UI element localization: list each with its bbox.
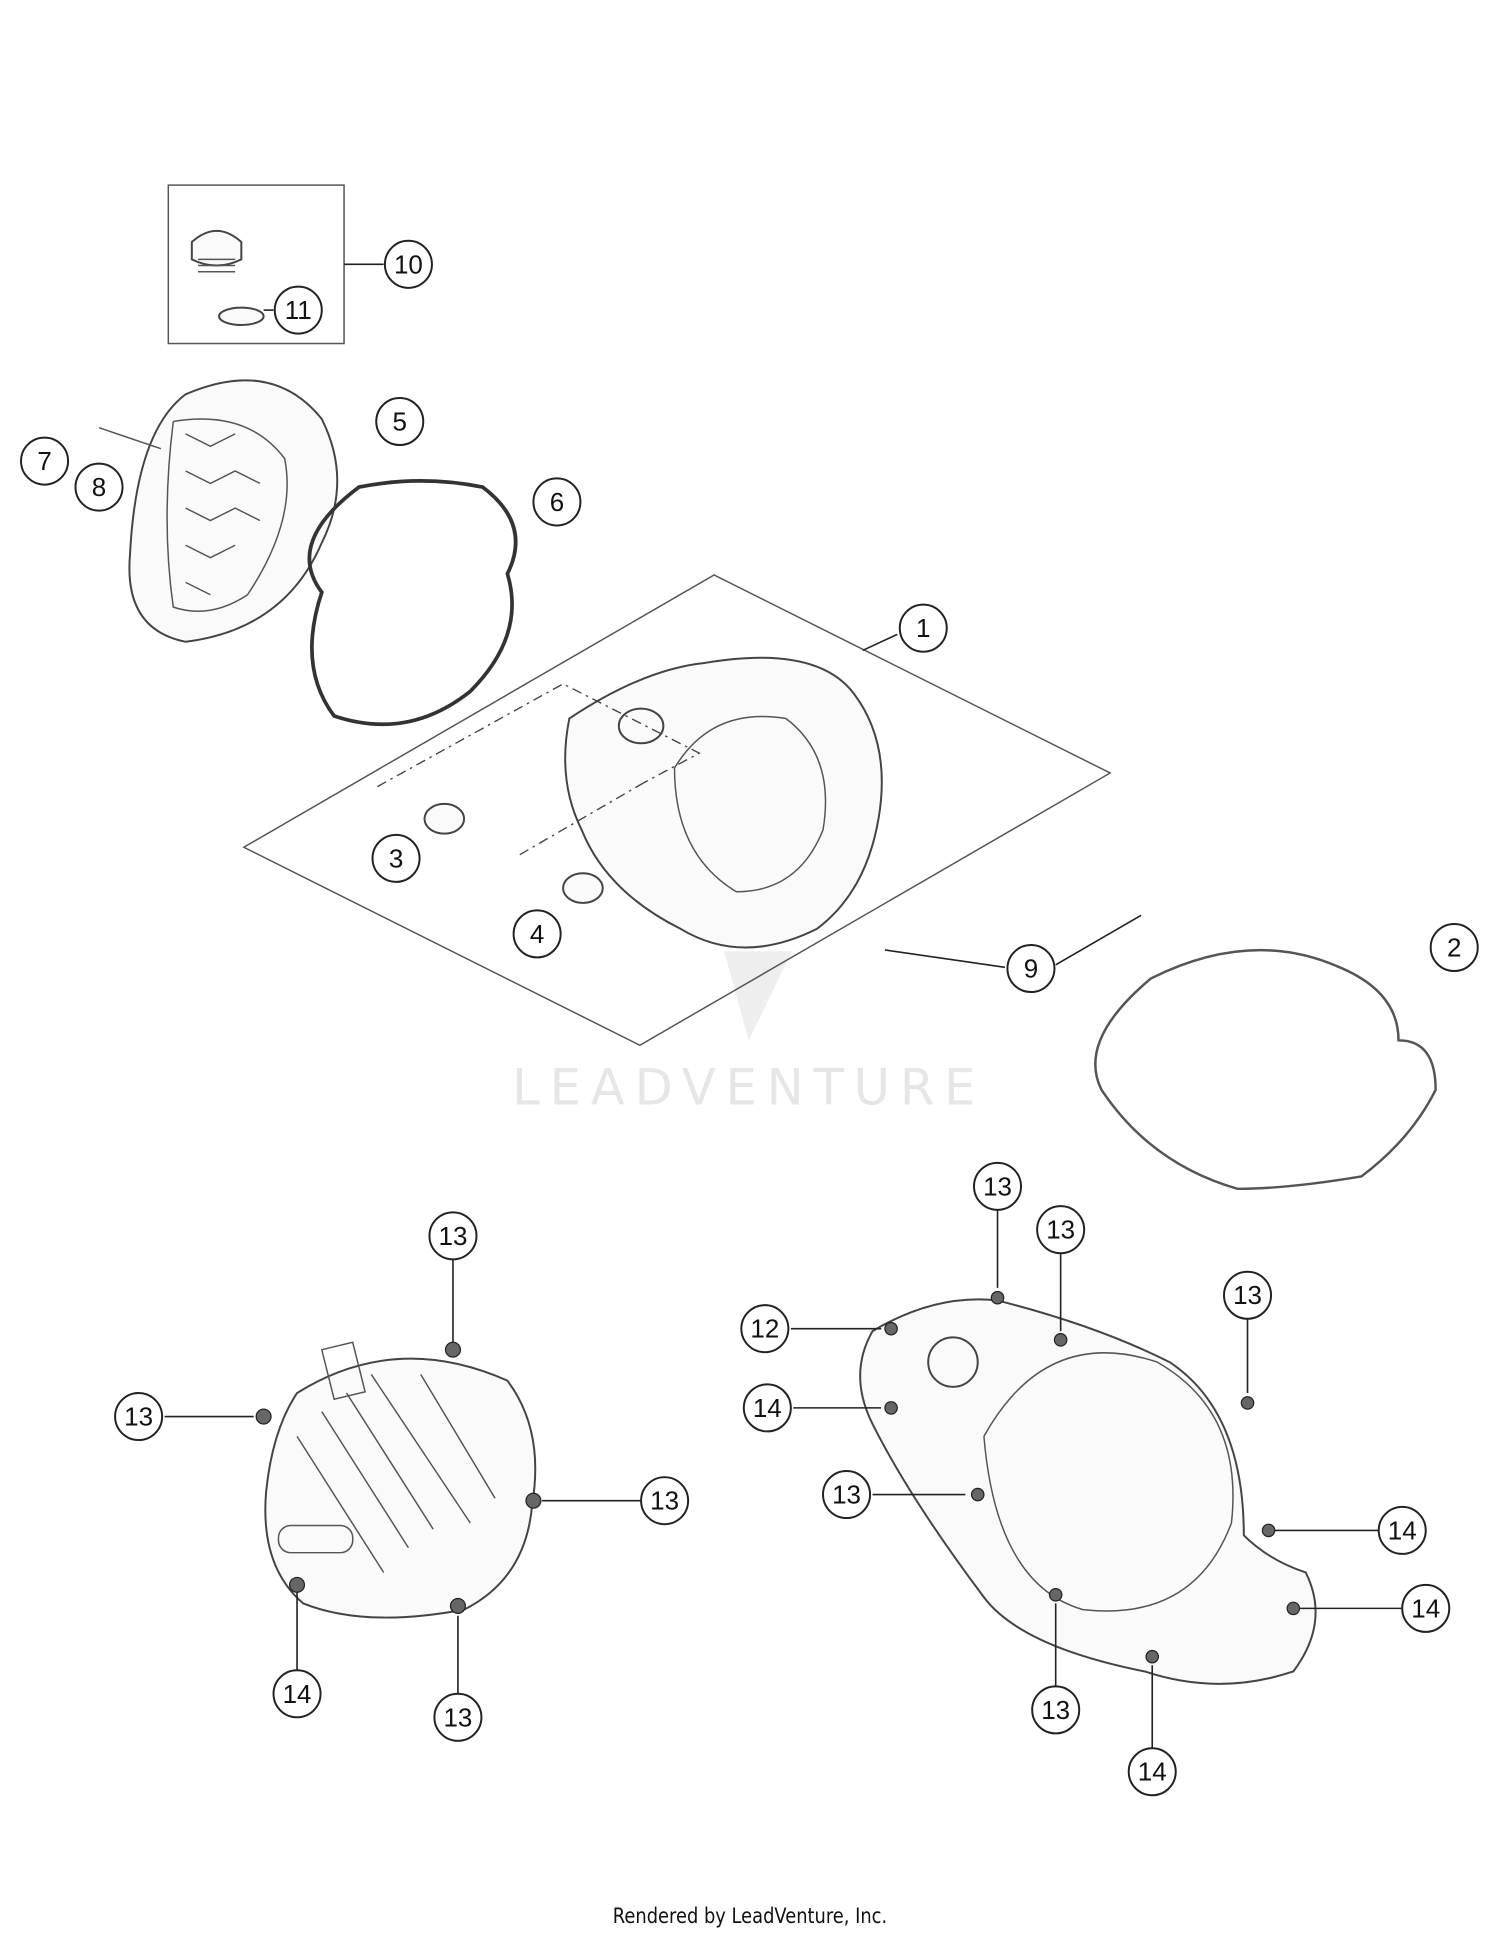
callout-label: 6 — [550, 487, 564, 517]
shaft-seal-3 — [423, 802, 466, 835]
callout-13: 13 — [1031, 1685, 1081, 1735]
callout-13: 13 — [114, 1392, 164, 1442]
callout-9: 9 — [1006, 944, 1056, 994]
clutch-cover-outer — [98, 379, 339, 643]
callout-label: 13 — [650, 1486, 679, 1516]
callout-13: 13 — [433, 1692, 483, 1742]
callout-label: 2 — [1447, 932, 1461, 962]
callout-label: 7 — [37, 446, 51, 476]
callout-label: 13 — [124, 1402, 153, 1432]
callout-8: 8 — [74, 462, 124, 512]
callout-14: 14 — [742, 1383, 792, 1433]
gasket-2 — [1094, 948, 1437, 1191]
callout-14: 14 — [1377, 1505, 1427, 1555]
callout-label: 13 — [983, 1171, 1012, 1201]
callout-label: 9 — [1024, 954, 1038, 984]
callout-label: 13 — [439, 1221, 468, 1251]
assembly-frame — [242, 574, 1112, 1047]
callout-11: 11 — [273, 285, 323, 335]
oil-plug — [190, 229, 243, 273]
callout-label: 14 — [1138, 1757, 1167, 1787]
callout-label: 12 — [750, 1314, 779, 1344]
clutch-cover-inner — [564, 656, 883, 949]
callout-label: 14 — [283, 1679, 312, 1709]
callout-label: 13 — [1233, 1280, 1262, 1310]
dowel-pin — [1055, 914, 1142, 966]
callout-4: 4 — [512, 909, 562, 959]
leader-lines — [164, 1209, 1403, 1749]
callout-label: 13 — [1041, 1695, 1070, 1725]
callout-13: 13 — [640, 1476, 690, 1526]
callout-14: 14 — [272, 1669, 322, 1719]
callout-13: 13 — [428, 1211, 478, 1261]
callout-6: 6 — [532, 477, 582, 527]
callout-13: 13 — [973, 1161, 1023, 1211]
watermark: LEADVENTURE — [512, 1059, 985, 1117]
callout-label: 14 — [1388, 1515, 1417, 1545]
o-ring — [218, 306, 265, 326]
inner-cover-assembled — [859, 1298, 1317, 1685]
callout-label: 1 — [916, 613, 930, 643]
callout-label: 8 — [92, 472, 106, 502]
callout-1: 1 — [898, 603, 948, 653]
callout-label: 11 — [285, 295, 312, 325]
callout-label: 3 — [389, 843, 403, 873]
callout-label: 13 — [832, 1480, 861, 1510]
footer-credit: Rendered by LeadVenture, Inc. — [612, 1904, 888, 1928]
callout-3: 3 — [371, 833, 421, 883]
callout-14: 14 — [1127, 1747, 1177, 1797]
callout-13: 13 — [822, 1470, 872, 1520]
callout-12: 12 — [740, 1304, 790, 1354]
outer-cover-assembled — [264, 1341, 537, 1619]
callout-7: 7 — [20, 436, 70, 486]
callout-14: 14 — [1401, 1583, 1451, 1633]
callout-10: 10 — [383, 239, 433, 289]
watermark-logo — [724, 951, 793, 1041]
gasket-6 — [307, 479, 518, 727]
callout-label: 14 — [1411, 1593, 1440, 1623]
callout-label: 5 — [393, 406, 407, 436]
callout-label: 14 — [753, 1393, 782, 1423]
bolts — [255, 1290, 1301, 1664]
dowel-pin — [884, 949, 1006, 969]
callout-label: 13 — [443, 1702, 472, 1732]
callout-label: 4 — [530, 919, 544, 949]
callout-label: 13 — [1046, 1215, 1075, 1245]
callout-2: 2 — [1429, 922, 1479, 972]
callout-13: 13 — [1223, 1270, 1273, 1320]
callout-5: 5 — [375, 396, 425, 446]
callout-13: 13 — [1036, 1205, 1086, 1255]
callout-label: 10 — [394, 249, 423, 279]
shaft-seal-4 — [562, 872, 604, 904]
